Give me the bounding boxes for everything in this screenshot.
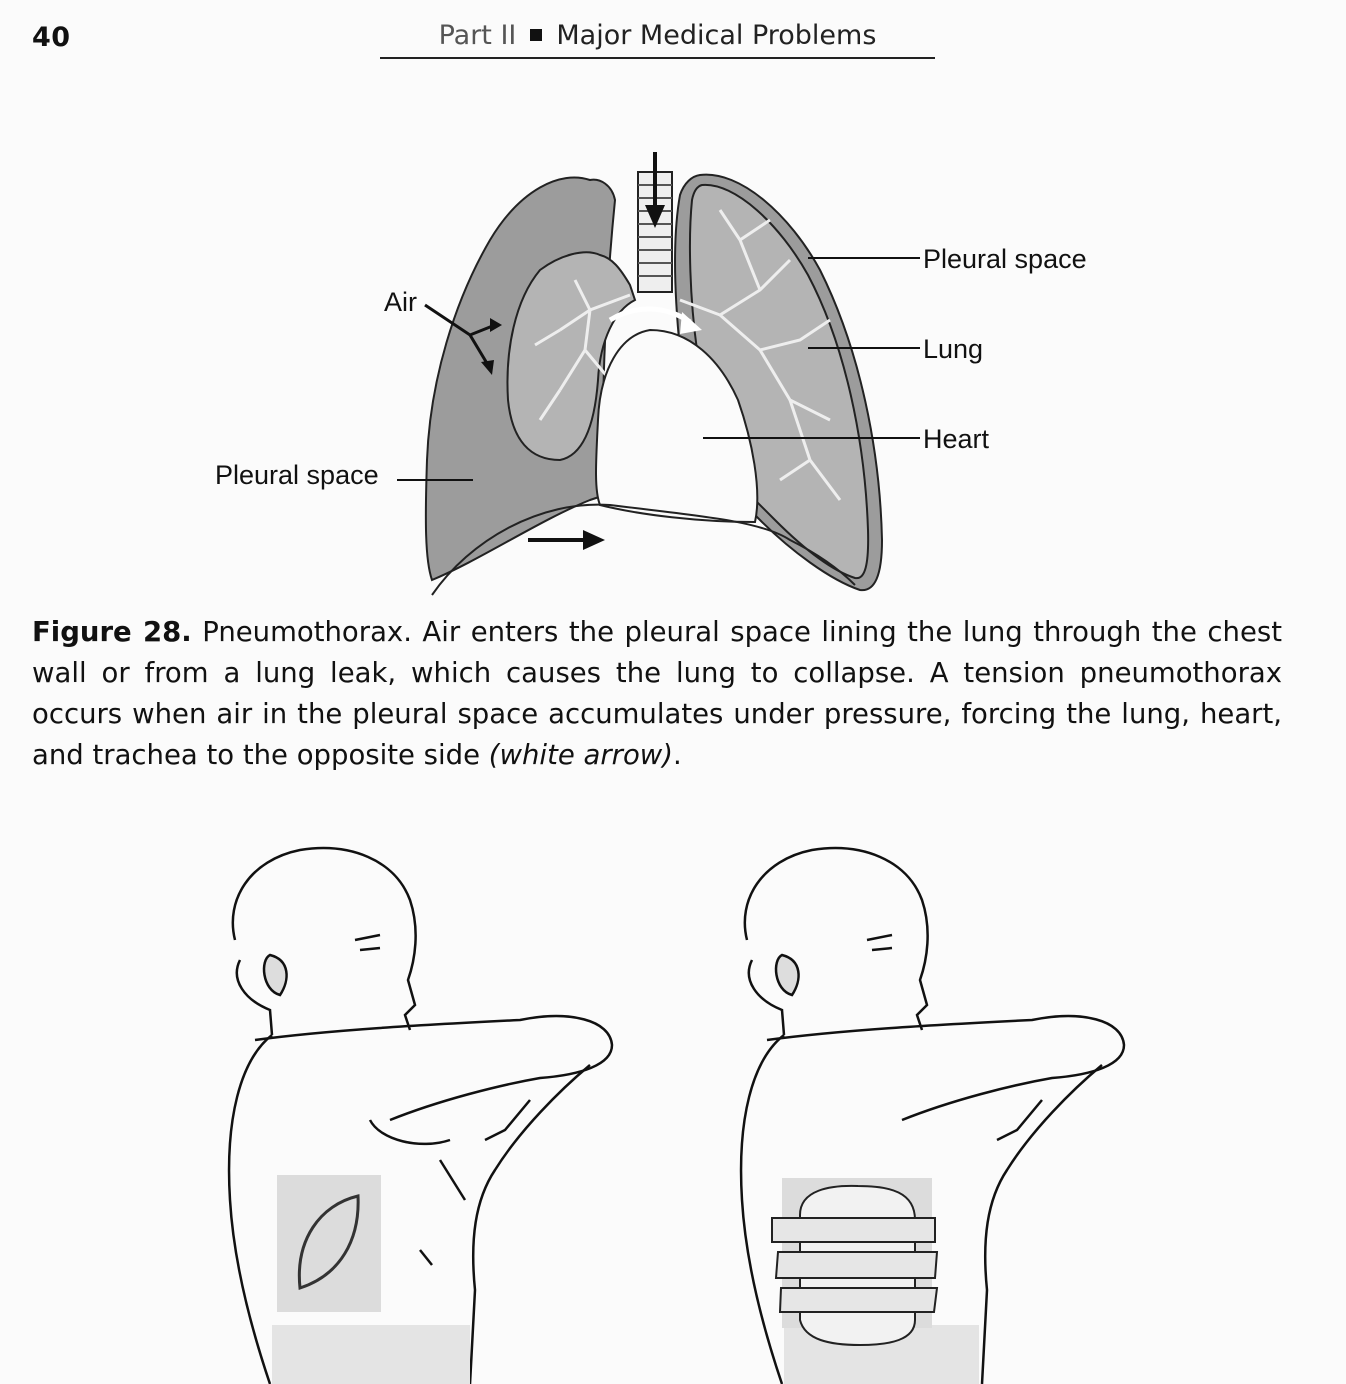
label-lung: Lung <box>923 334 983 364</box>
label-leader-lines <box>397 257 920 481</box>
running-head-title: Major Medical Problems <box>556 20 877 51</box>
page-number: 40 <box>32 22 71 53</box>
square-bullet-icon <box>530 28 543 41</box>
label-pleural-space-left: Pleural space <box>215 460 379 490</box>
air-arrows-icon <box>424 303 502 375</box>
wound-inset-left <box>277 1175 381 1312</box>
down-arrow-icon <box>645 152 665 228</box>
running-head: Part II Major Medical Problems <box>380 20 935 59</box>
label-pleural-space-right: Pleural space <box>923 244 1087 274</box>
white-arrow-icon <box>608 306 702 334</box>
pneumothorax-diagram: Air Pleural space Pleural space Lung Hea… <box>215 152 1087 596</box>
heart <box>595 328 759 524</box>
right-bronchi <box>679 209 842 501</box>
left-bronchi <box>534 279 631 421</box>
figure-label: Figure 28. <box>32 616 192 648</box>
chest-wound-illustration <box>227 846 1126 1384</box>
figure-caption: Figure 28. Pneumothorax. Air enters the … <box>32 612 1282 776</box>
running-head-part: Part II <box>438 20 517 51</box>
right-arrow-icon <box>528 530 605 550</box>
chest-wound-icon <box>297 1194 360 1291</box>
label-heart: Heart <box>923 424 990 454</box>
patient-figure-right <box>739 846 1126 1384</box>
caption-text: Pneumothorax. Air enters the pleural spa… <box>32 616 1282 771</box>
caption-italic: (white arrow) <box>488 739 674 771</box>
tape-strips <box>771 1217 939 1313</box>
patient-figure-left <box>227 846 614 1384</box>
diaphragm <box>431 503 856 596</box>
caption-end: . <box>673 739 682 771</box>
shade-band-left <box>272 1325 470 1384</box>
label-air: Air <box>384 287 417 317</box>
